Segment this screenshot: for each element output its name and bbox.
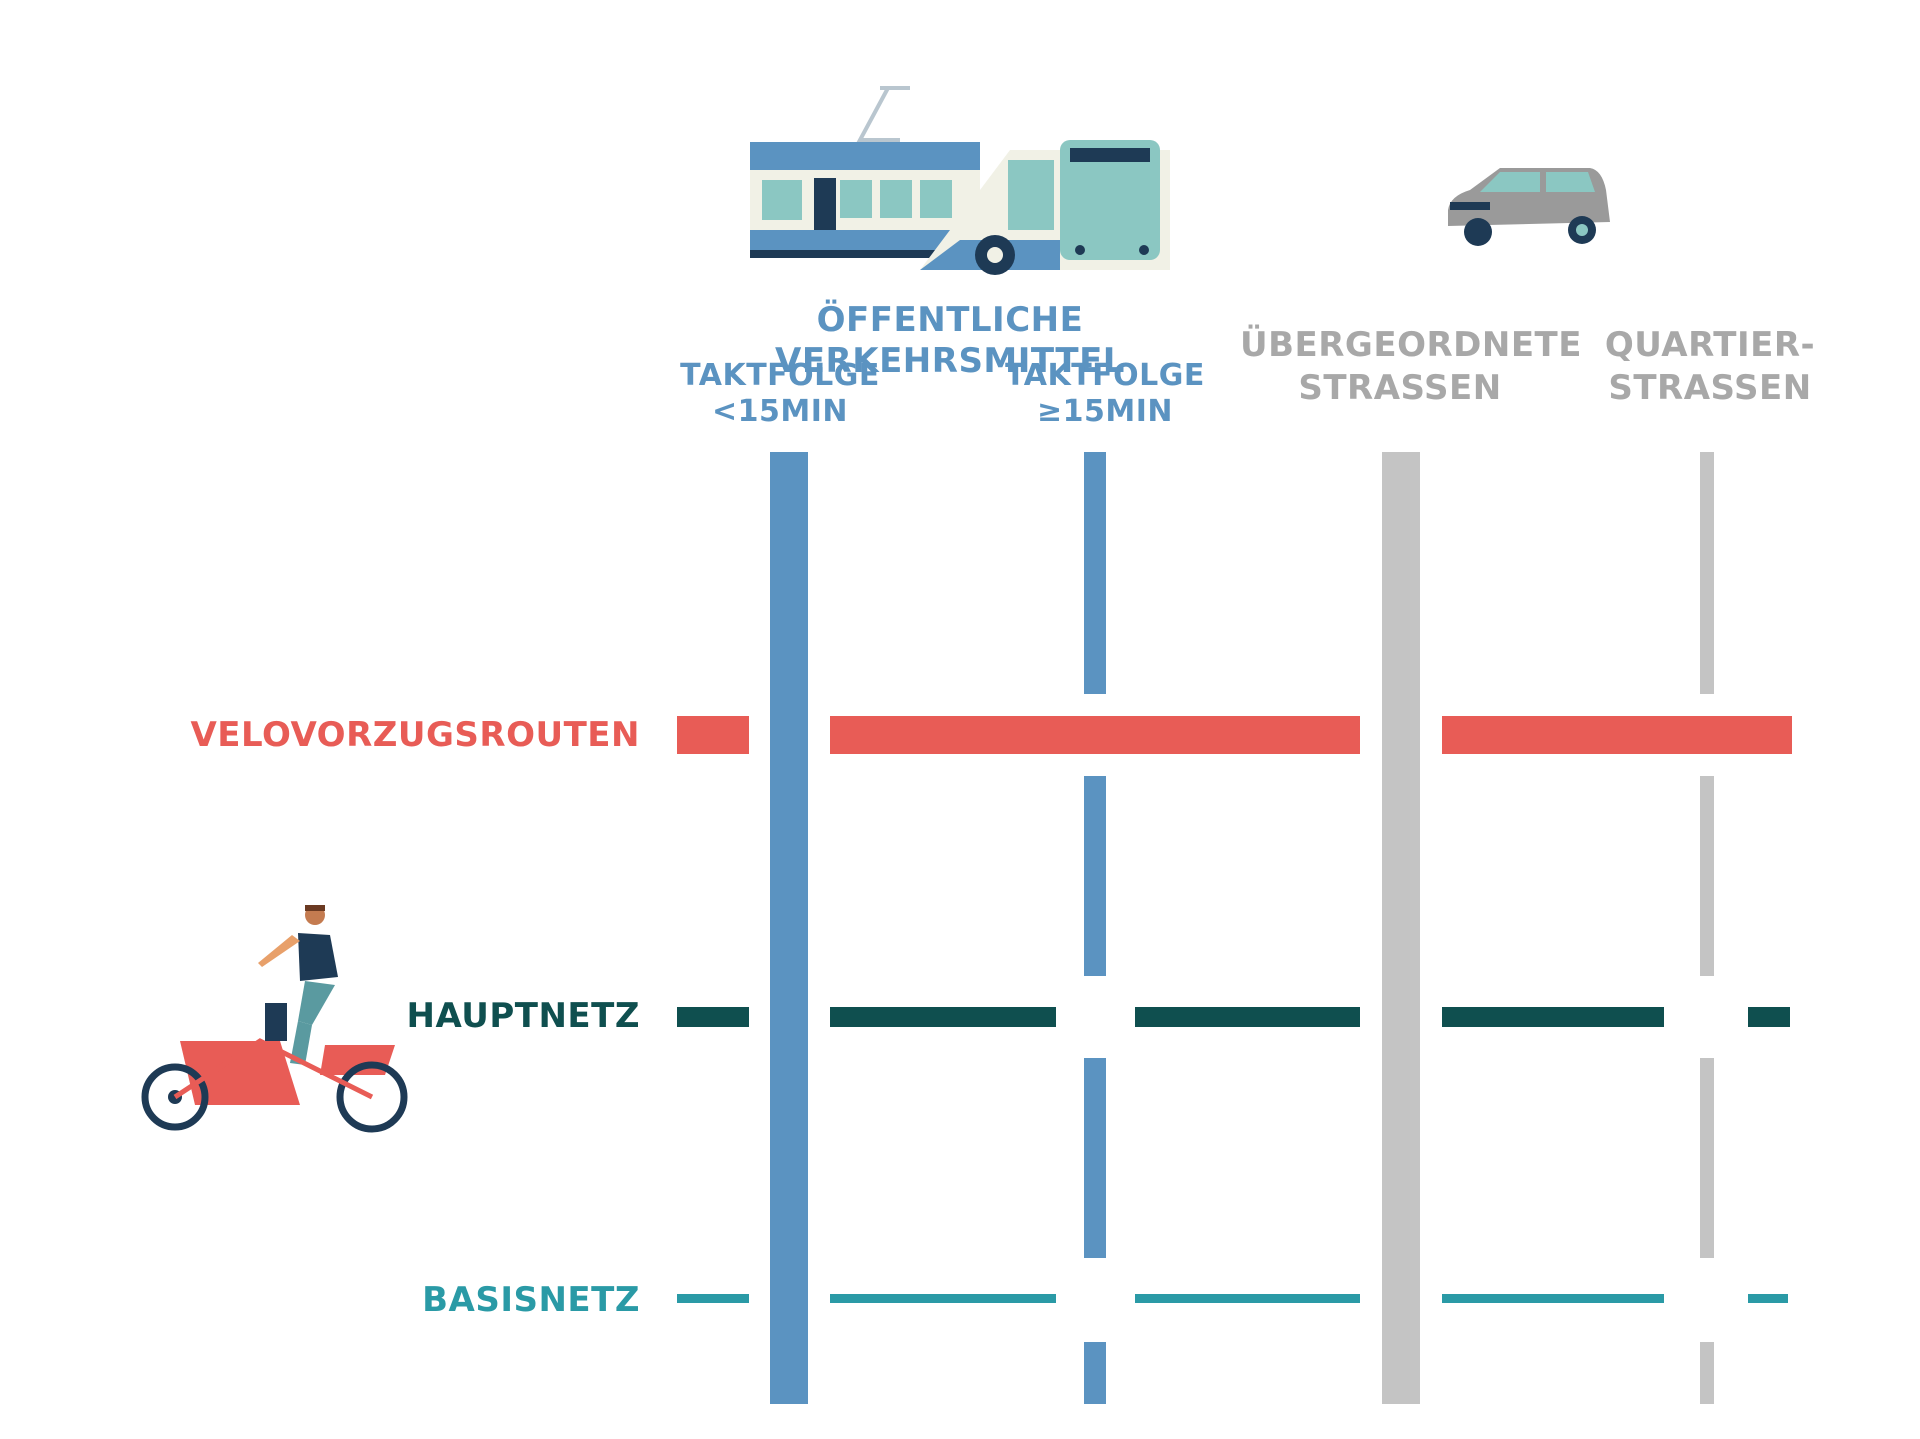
vline-transit-infrequent-seg4 [1084, 1342, 1106, 1404]
col1-header-line2: <15MIN [711, 394, 848, 429]
col4-header-line1: QUARTIER- [1604, 325, 1816, 365]
vline-transit-infrequent-seg1 [1084, 452, 1106, 694]
row-label-hauptnetz: HAUPTNETZ [406, 996, 640, 1036]
tram-icon [750, 86, 980, 258]
vline-quarter-roads-seg2 [1700, 776, 1714, 976]
hline-haupt-seg2 [830, 1007, 1056, 1027]
col2-header-line2: ≥15MIN [1036, 394, 1173, 429]
row-label-basisnetz: BASISNETZ [422, 1280, 640, 1320]
col3-header-line2: STRASSEN [1298, 367, 1502, 408]
col1-header-line1: TAKTFOLGE [680, 358, 880, 393]
vline-transit-infrequent-seg3 [1084, 1058, 1106, 1258]
vline-transit-frequent [770, 452, 808, 1404]
col3-header-line1: ÜBERGEORDNETE [1240, 325, 1582, 365]
bus-icon [920, 140, 1170, 275]
hline-haupt-seg3 [1135, 1007, 1360, 1027]
hline-velo-seg1 [677, 716, 749, 754]
car-icon [1448, 168, 1610, 246]
hline-velo-seg3 [1442, 716, 1792, 754]
hline-haupt-seg4 [1442, 1007, 1664, 1027]
cargo-bike-cyclist-icon [141, 905, 408, 1133]
vline-quarter-roads-seg3 [1700, 1058, 1714, 1258]
col4-header-line2: STRASSEN [1608, 367, 1812, 408]
vline-quarter-roads-seg4 [1700, 1342, 1714, 1404]
hline-basis-seg2 [830, 1294, 1056, 1303]
col3-header: ÜBERGEORDNETE STRASSEN [1240, 324, 1582, 409]
hline-haupt-seg1 [677, 1007, 749, 1027]
col2-header: TAKTFOLGE ≥15MIN [985, 358, 1225, 430]
vline-transit-infrequent-seg2 [1084, 776, 1106, 976]
col4-header: QUARTIER- STRASSEN [1600, 324, 1820, 409]
vline-main-roads [1382, 452, 1420, 1404]
hline-haupt-seg5 [1748, 1007, 1790, 1027]
hline-basis-seg4 [1442, 1294, 1664, 1303]
row-label-velovorzugsrouten: VELOVORZUGSROUTEN [190, 715, 640, 755]
hline-basis-seg3 [1135, 1294, 1360, 1303]
vline-quarter-roads-seg1 [1700, 452, 1714, 694]
hline-basis-seg1 [677, 1294, 749, 1303]
col1-header: TAKTFOLGE <15MIN [660, 358, 900, 430]
transit-title: ÖFFENTLICHE VERKEHRSMITTEL [775, 300, 1125, 381]
col2-header-line1: TAKTFOLGE [1005, 358, 1205, 393]
hline-velo-seg2 [830, 716, 1360, 754]
hline-basis-seg5 [1748, 1294, 1788, 1303]
